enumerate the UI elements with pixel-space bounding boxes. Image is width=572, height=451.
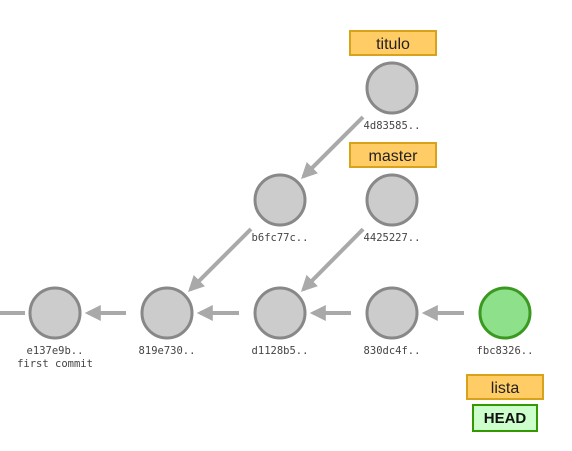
commit-circle[interactable] (365, 173, 419, 227)
commit-circle[interactable] (253, 173, 307, 227)
commit-circle[interactable] (365, 61, 419, 115)
commit-node[interactable]: b6fc77c.. (252, 173, 309, 244)
branch-label-box[interactable] (466, 374, 544, 400)
head-name: HEAD (484, 410, 527, 427)
head-label-box[interactable] (472, 404, 538, 432)
commit-node[interactable]: 4425227.. (364, 173, 421, 244)
commit-node[interactable]: e137e9b..first commit (17, 286, 93, 370)
branch-name: lista (491, 380, 520, 397)
commit-circle[interactable] (365, 286, 419, 340)
branch-name: titulo (376, 36, 410, 53)
branch-label-titulo[interactable]: titulo (349, 30, 437, 56)
edge-c7-to-c2 (300, 227, 365, 292)
head-label[interactable]: HEAD (472, 404, 538, 432)
commit-sha: b6fc77c.. (252, 232, 309, 244)
commit-circle[interactable] (253, 286, 307, 340)
commits-layer: e137e9b..first commit 819e730.. d1128b5.. 8… (17, 61, 534, 370)
commit-circle[interactable] (28, 286, 82, 340)
branch-name: master (369, 148, 419, 165)
edges-layer (0, 115, 464, 321)
commit-node[interactable]: 819e730.. (139, 286, 196, 357)
commit-circle[interactable] (478, 286, 532, 340)
commit-node[interactable]: 830dc4f.. (364, 286, 421, 357)
commit-sha: d1128b5.. (252, 345, 309, 357)
commit-circle[interactable] (140, 286, 194, 340)
commit-node[interactable]: fbc8326.. (477, 286, 534, 357)
commit-message: first commit (17, 358, 93, 370)
commit-sha: 4425227.. (364, 232, 421, 244)
edge-c5-to-c1 (188, 227, 253, 292)
commit-sha: fbc8326.. (477, 345, 534, 357)
commit-sha: e137e9b.. (27, 345, 84, 357)
commit-node[interactable]: d1128b5.. (252, 286, 309, 357)
branch-label-lista[interactable]: lista (466, 374, 544, 400)
branch-label-box[interactable] (349, 30, 437, 56)
commit-sha: 830dc4f.. (364, 345, 421, 357)
branch-label-box[interactable] (349, 142, 437, 168)
branch-label-master[interactable]: master (349, 142, 437, 168)
edge-c6-to-c5 (301, 115, 365, 179)
commit-sha: 819e730.. (139, 345, 196, 357)
commit-node[interactable]: 4d83585.. (364, 61, 421, 132)
commit-sha: 4d83585.. (364, 120, 421, 132)
